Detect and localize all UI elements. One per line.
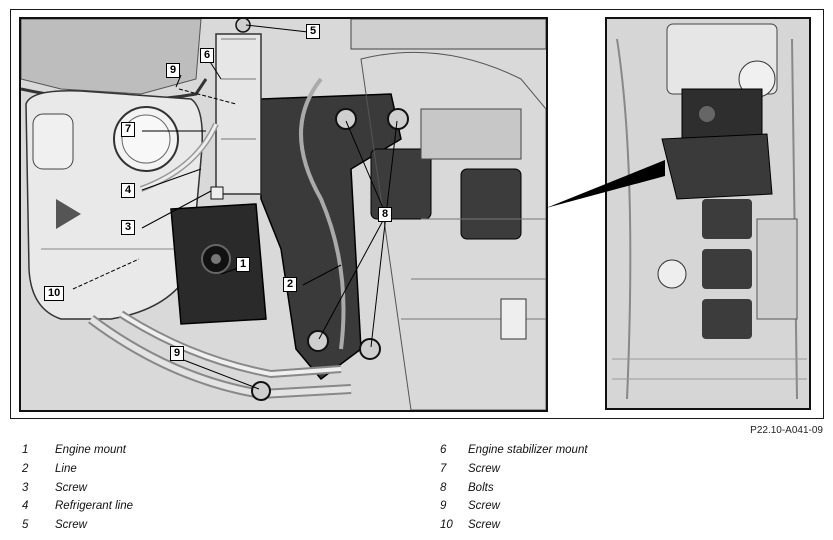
engine-bay-drawing — [21, 19, 546, 410]
callout-9-bottom: 9 — [170, 346, 185, 361]
callout-2: 2 — [283, 277, 298, 292]
legend-number: 3 — [22, 481, 29, 494]
callout-1: 1 — [236, 257, 251, 272]
legend-item: 5 Screw — [22, 519, 133, 538]
legend-number: 4 — [22, 500, 29, 513]
legend-number: 8 — [440, 481, 447, 494]
legend-item: 9 Screw — [440, 500, 588, 519]
callout-3: 3 — [121, 220, 136, 235]
engine-overview-view — [605, 17, 811, 410]
legend-text: Screw — [55, 519, 87, 532]
legend-number: 7 — [440, 462, 447, 475]
legend-text: Bolts — [468, 481, 494, 494]
callout-8: 8 — [378, 207, 393, 222]
legend-number: 1 — [22, 444, 29, 456]
legend-item: 4 Refrigerant line — [22, 500, 133, 519]
legend-number: 9 — [440, 500, 447, 513]
callout-6: 6 — [200, 48, 215, 63]
legend-text: Screw — [55, 481, 87, 494]
legend-item: 3 Screw — [22, 482, 133, 501]
engine-overview-drawing — [607, 19, 809, 408]
legend-item: 1 Engine mount — [22, 444, 133, 463]
callout-10: 10 — [44, 286, 65, 301]
legend-number: 5 — [22, 519, 29, 532]
legend-item: 8 Bolts — [440, 482, 588, 501]
legend-item: 7 Screw — [440, 463, 588, 482]
legend-text: Engine stabilizer mount — [468, 444, 588, 456]
figure-code: P22.10-A041-09 — [750, 425, 823, 436]
legend-text: Screw — [468, 500, 500, 513]
legend-item: 10 Screw — [440, 519, 588, 538]
legend-number: 2 — [22, 462, 29, 475]
callout-5: 5 — [306, 24, 321, 39]
legend-text: Screw — [468, 519, 500, 532]
legend-item: 6 Engine stabilizer mount — [440, 444, 588, 463]
callout-7: 7 — [121, 122, 136, 137]
legend-number: 6 — [440, 444, 447, 456]
legend-text: Refrigerant line — [55, 500, 133, 513]
legend-text: Line — [55, 462, 77, 475]
callout-9-top: 9 — [166, 63, 181, 78]
legend-number: 10 — [440, 519, 453, 532]
callout-4: 4 — [121, 183, 136, 198]
engine-bay-main-view — [19, 17, 548, 412]
legend-text: Screw — [468, 462, 500, 475]
legend-text: Engine mount — [55, 444, 126, 456]
view-connector — [546, 160, 665, 208]
legend-item: 2 Line — [22, 463, 133, 482]
